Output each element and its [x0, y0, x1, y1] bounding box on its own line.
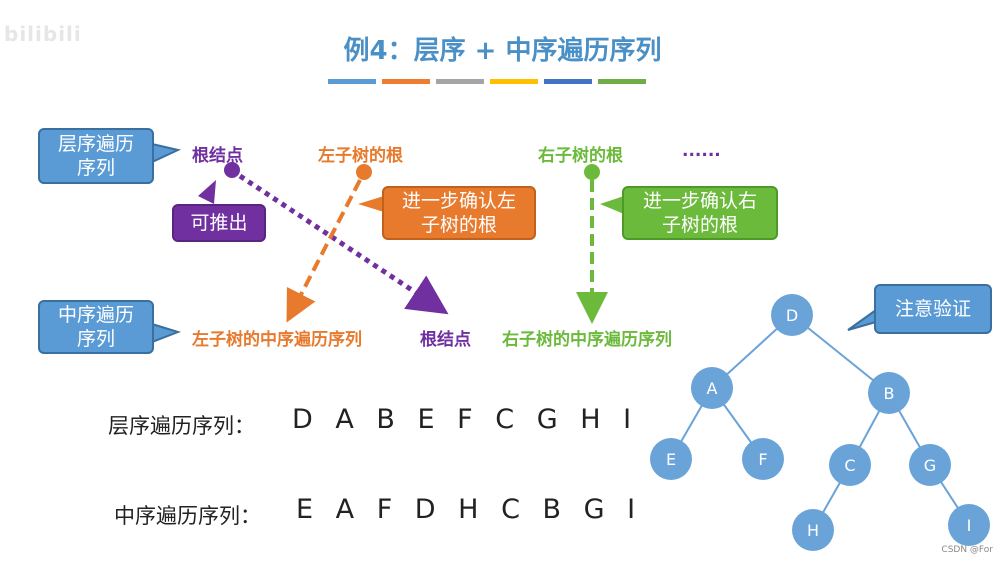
credit-text: CSDN @For	[941, 545, 993, 555]
callout-confirm-right: 进一步确认右 子树的根	[622, 186, 778, 240]
tree-node-E: E	[650, 438, 692, 480]
callout-confirm-left: 进一步确认左 子树的根	[382, 186, 536, 240]
color-bar-4	[490, 79, 538, 84]
callout-tail-right	[600, 196, 624, 214]
callout-can-infer: 可推出	[172, 204, 266, 242]
callout-verify: 注意验证	[874, 284, 992, 334]
in-sequence-label: 中序遍历序列：	[114, 504, 261, 528]
label-left-inorder: 左子树的中序遍历序列	[192, 330, 362, 350]
left-root-dot	[356, 164, 372, 180]
left-root-arrow	[286, 179, 362, 323]
callout-level-order-text: 层序遍历 序列	[57, 133, 134, 179]
color-bar-2	[382, 79, 430, 84]
tree-node-G: G	[909, 444, 951, 486]
color-bar-6	[598, 79, 646, 84]
callout-confirm-left-text: 进一步确认左 子树的根	[401, 190, 516, 236]
label-root-top: 根结点	[192, 146, 243, 166]
callout-tail-inorder	[151, 322, 182, 344]
callout-can-infer-text: 可推出	[190, 212, 248, 234]
right-root-dot	[584, 164, 600, 180]
callout-tail-left	[358, 196, 384, 212]
tree-node-D: D	[771, 294, 813, 336]
color-bar-5	[544, 79, 592, 84]
tree-node-I: I	[948, 504, 990, 546]
callout-tail-infer	[198, 180, 216, 204]
callout-confirm-right-text: 进一步确认右 子树的根	[642, 190, 757, 236]
callout-tail-level	[151, 142, 182, 164]
in-sequence-value: E A F D H C B G I	[296, 494, 643, 525]
level-sequence-value: D A B E F C G H I	[292, 404, 639, 435]
slide-title: 例4：层序 + 中序遍历序列	[343, 36, 662, 66]
callout-verify-text: 注意验证	[894, 298, 971, 320]
callout-level-order: 层序遍历 序列	[38, 128, 154, 184]
color-bar-3	[436, 79, 484, 84]
level-sequence-label: 层序遍历序列：	[108, 414, 255, 438]
callout-in-order-text: 中序遍历 序列	[57, 304, 134, 350]
label-ellipsis: ......	[682, 141, 721, 161]
color-bar-1	[328, 79, 376, 84]
callout-tail-verify	[847, 308, 877, 331]
tree-node-B: B	[868, 372, 910, 414]
label-right-root: 右子树的根	[538, 146, 623, 166]
tree-node-H: H	[792, 509, 834, 551]
watermark: bilibili	[4, 22, 82, 46]
tree-edges	[670, 314, 970, 531]
label-left-root: 左子树的根	[318, 146, 403, 166]
tree-node-A: A	[691, 367, 733, 409]
tree-node-C: C	[829, 444, 871, 486]
label-root-bottom: 根结点	[420, 330, 471, 350]
callout-in-order: 中序遍历 序列	[38, 300, 154, 354]
label-right-inorder: 右子树的中序遍历序列	[502, 330, 672, 350]
root-dot	[224, 162, 240, 178]
tree-node-F: F	[742, 438, 784, 480]
